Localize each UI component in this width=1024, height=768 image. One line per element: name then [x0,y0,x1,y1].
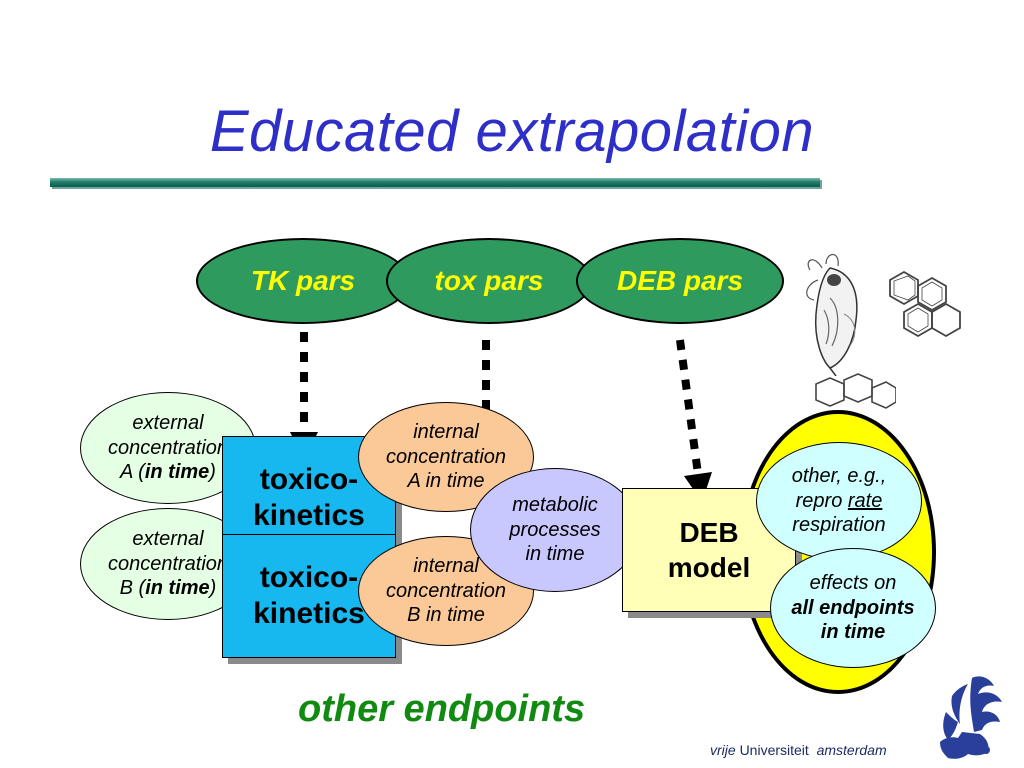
internal-b-line3: B in time [407,604,485,627]
deb-pars-label: DEB pars [616,265,744,296]
effects-line3: in time [820,621,886,644]
logo-universiteit: Universiteit [739,742,809,758]
university-logo-text: vrije Universiteit amsterdam [710,742,887,758]
slide-title: Educated extrapolation [209,99,815,164]
other-rate-node: other, e.g., repro rate respiration [756,442,922,560]
other-rate-line3: respiration [792,514,886,537]
toxicokinetics-b-line1: toxico- [259,561,359,594]
logo-amsterdam: amsterdam [816,742,887,758]
external-b-line1: external [132,528,204,551]
deb-pars-node: DEB pars [576,238,784,324]
title-underline [50,178,820,187]
arrow-deb-to-model [676,339,712,502]
external-a-line2: concentration [107,436,229,459]
tox-pars-label: tox pars [434,265,544,296]
external-a-line1: external [132,412,204,435]
metabolic-line1: metabolic [512,494,598,517]
internal-b-line1: internal [413,555,479,578]
tk-pars-node: TK pars [196,238,410,324]
internal-a-line1: internal [413,421,479,444]
internal-a-line2: concentration [385,445,507,468]
toxicokinetics-b-line2: kinetics [253,597,365,630]
deb-model-line2: model [667,552,751,583]
external-b-line3: B (in time) [119,577,217,600]
internal-b-line2: concentration [385,579,507,602]
effects-line1: effects on [809,572,897,595]
external-a-line3: A (in time) [120,461,216,484]
molecule-rings-small-illustration [815,373,896,409]
toxicokinetics-a-line1: toxico- [259,463,359,496]
logo-vrije: vrije [710,742,736,758]
other-rate-line1: other, e.g., [791,465,887,488]
metabolic-line2: processes [509,518,601,541]
effects-line2: all endpoints [791,596,915,619]
molecule-rings-illustration [889,270,961,338]
internal-a-line3: A in time [407,470,485,493]
other-rate-line2: repro rate [795,489,883,512]
griffin-logo-icon [940,676,1002,759]
tox-pars-node: tox pars [386,238,592,324]
toxicokinetics-a-line2: kinetics [253,499,365,532]
tk-pars-label: TK pars [250,265,356,296]
daphnia-illustration [806,253,858,376]
deb-model-line1: DEB [679,517,739,548]
other-endpoints-caption: other endpoints [298,688,586,730]
metabolic-processes-node: metabolic processes in time [470,468,640,592]
external-b-line2: concentration [107,552,229,575]
effects-all-endpoints-node: effects on all endpoints in time [770,548,936,668]
metabolic-line3: in time [525,543,585,566]
